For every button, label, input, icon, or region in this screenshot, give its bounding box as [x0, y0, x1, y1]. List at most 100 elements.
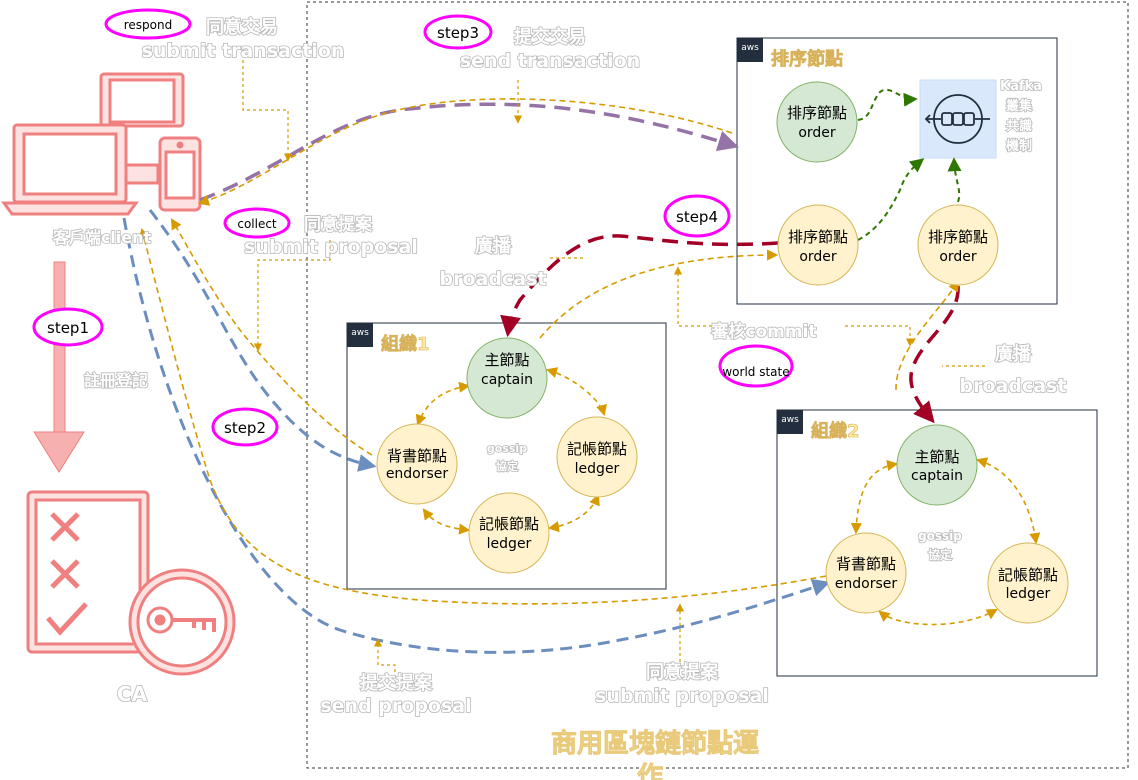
- org1-gossip-links: [415, 367, 607, 535]
- org2-captain-line2: captain: [911, 468, 963, 484]
- order-a-to-kafka-arrow: [857, 158, 925, 241]
- order-node-yellow-a-line1: 排序節點: [788, 228, 848, 246]
- org2-protocol-label: 協定: [928, 547, 952, 562]
- agree-proposal-top-zh: 同意提案: [304, 214, 373, 235]
- submit-tx-zh: 提交交易: [514, 26, 586, 48]
- org1-ledger-bottom-node: [468, 492, 550, 574]
- step4-label: step4: [676, 208, 718, 226]
- broadcast-right-en: broadcast: [960, 375, 1067, 397]
- org2-ledger-node: [987, 542, 1069, 624]
- org2-captain-node: [896, 424, 978, 506]
- org1-ledger-right-node: [556, 416, 638, 498]
- aws-badge-org1: aws: [351, 328, 369, 338]
- aws-badge-orderer: aws: [741, 43, 759, 53]
- step2-proposal-to-org2: [122, 217, 831, 654]
- order-node-yellow-b-line1: 排序節點: [928, 228, 988, 246]
- send-proposal-en: send proposal: [320, 695, 471, 717]
- org2-gossip-label: gossip: [918, 529, 962, 543]
- order-node-green-line1: 排序節點: [787, 104, 847, 122]
- org1-captain-line2: captain: [481, 372, 533, 388]
- step2-ring: [211, 407, 279, 447]
- step2-label: step2: [224, 419, 266, 437]
- world-state-ring: [718, 344, 794, 388]
- org2-ledger-line2: ledger: [1006, 586, 1051, 602]
- collect-ring: [223, 207, 291, 239]
- org1-captain-line1: 主節點: [484, 351, 529, 369]
- kafka-mechanism-label: 機制: [1006, 138, 1032, 154]
- network-title-cut: 作: [637, 762, 663, 780]
- send-proposal-zh: 提交提案: [360, 672, 433, 694]
- agree-tx-en: submit transaction: [142, 40, 345, 62]
- org2-title: 組織2: [811, 420, 860, 442]
- org2-endorsement-return: [138, 227, 827, 605]
- submit-tx-en: send transaction: [460, 50, 640, 72]
- step1-ring: [32, 307, 104, 347]
- broadcast-right-zh: 廣播: [995, 343, 1032, 365]
- aws-badge-org2: aws: [781, 415, 799, 425]
- step3-ring: [423, 14, 493, 50]
- orderer-to-client-dashed: [197, 98, 733, 206]
- step2-proposal-to-org1: [148, 209, 377, 472]
- respond-callout: [242, 60, 293, 162]
- org1-commit-to-orderer: [539, 249, 779, 339]
- broadcast-to-org2: [909, 285, 960, 424]
- org2-gossip-links: [850, 457, 1041, 626]
- agree-proposal-top-en: submit proposal: [244, 236, 418, 258]
- org2-ledger-line1: 記帳節點: [998, 566, 1058, 584]
- respond-ring: [104, 8, 192, 40]
- org1-captain-node: [466, 337, 548, 419]
- world-state-label: world state: [722, 365, 789, 379]
- audit-commit-label: 審核commit: [710, 321, 816, 342]
- order-node-green-line2: order: [798, 125, 836, 141]
- audit-callout-left: [673, 266, 730, 327]
- network-title: 商用區塊鏈節點運: [551, 728, 759, 759]
- org2-captain-line1: 主節點: [914, 448, 959, 466]
- org1-gossip-label: gossip: [487, 442, 527, 455]
- org1-endorser-line1: 背書節點: [387, 447, 447, 465]
- audit-callout-right: [845, 325, 915, 347]
- register-label: 註冊登記: [84, 371, 148, 390]
- orderer-group-title: 排序節點: [771, 48, 843, 70]
- network-boundary: [306, 1, 1129, 769]
- step3-label: step3: [437, 24, 479, 42]
- org1-ledger-right-line1: 記帳節點: [567, 440, 627, 458]
- org2-commit-to-orderer: [895, 280, 960, 391]
- step4-broadcast-to-org1: [500, 234, 779, 338]
- order-node-yellow-a-line2: order: [799, 249, 837, 265]
- agree-proposal-bottom-zh: 同意提案: [646, 661, 719, 683]
- collect-callout: [253, 240, 331, 352]
- kafka-label: Kafka: [1000, 79, 1042, 94]
- org1-ledger-right-line2: ledger: [575, 461, 620, 477]
- order-node-yellow-a: [777, 204, 859, 286]
- org2-endorser-node: [825, 532, 907, 614]
- agree-proposal-bottom-en: submit proposal: [595, 685, 769, 707]
- kafka-cluster-label: 叢集: [1006, 98, 1033, 114]
- kafka-consensus-label: 共識: [1006, 118, 1032, 134]
- order-node-green: [776, 81, 858, 163]
- agree-tx-zh: 同意交易: [206, 16, 278, 38]
- order-to-kafka-arrow: [857, 88, 918, 121]
- org1-endorser-line2: endorser: [386, 466, 449, 482]
- org1-protocol-label: 協定: [496, 459, 518, 473]
- org1-title: 組織1: [381, 333, 430, 355]
- ca-label: CA: [117, 682, 148, 706]
- send-proposal-callout: [373, 638, 396, 672]
- step4-ring: [663, 194, 731, 238]
- ca-certificate-icon: [26, 490, 236, 676]
- client-devices-icon: [1, 72, 202, 216]
- org1-ledger-bottom-line1: 記帳節點: [479, 515, 539, 533]
- broadcast-top-zh: 廣播: [475, 235, 512, 257]
- org2-endorser-line1: 背書節點: [836, 555, 896, 573]
- order-b-to-kafka-arrow: [947, 157, 962, 203]
- step1-label: step1: [47, 319, 89, 337]
- step3-send-transaction-arrow: [199, 102, 740, 202]
- org1-endorser-node: [376, 423, 458, 505]
- respond-label: respond: [124, 18, 173, 32]
- order-node-yellow-b-line2: order: [939, 249, 977, 265]
- kafka-icon: [924, 94, 990, 144]
- org2-endorser-line2: endorser: [835, 576, 898, 592]
- register-arrow: [33, 261, 85, 473]
- org1-endorsement-return: [170, 218, 373, 456]
- org1-ledger-bottom-line2: ledger: [487, 536, 532, 552]
